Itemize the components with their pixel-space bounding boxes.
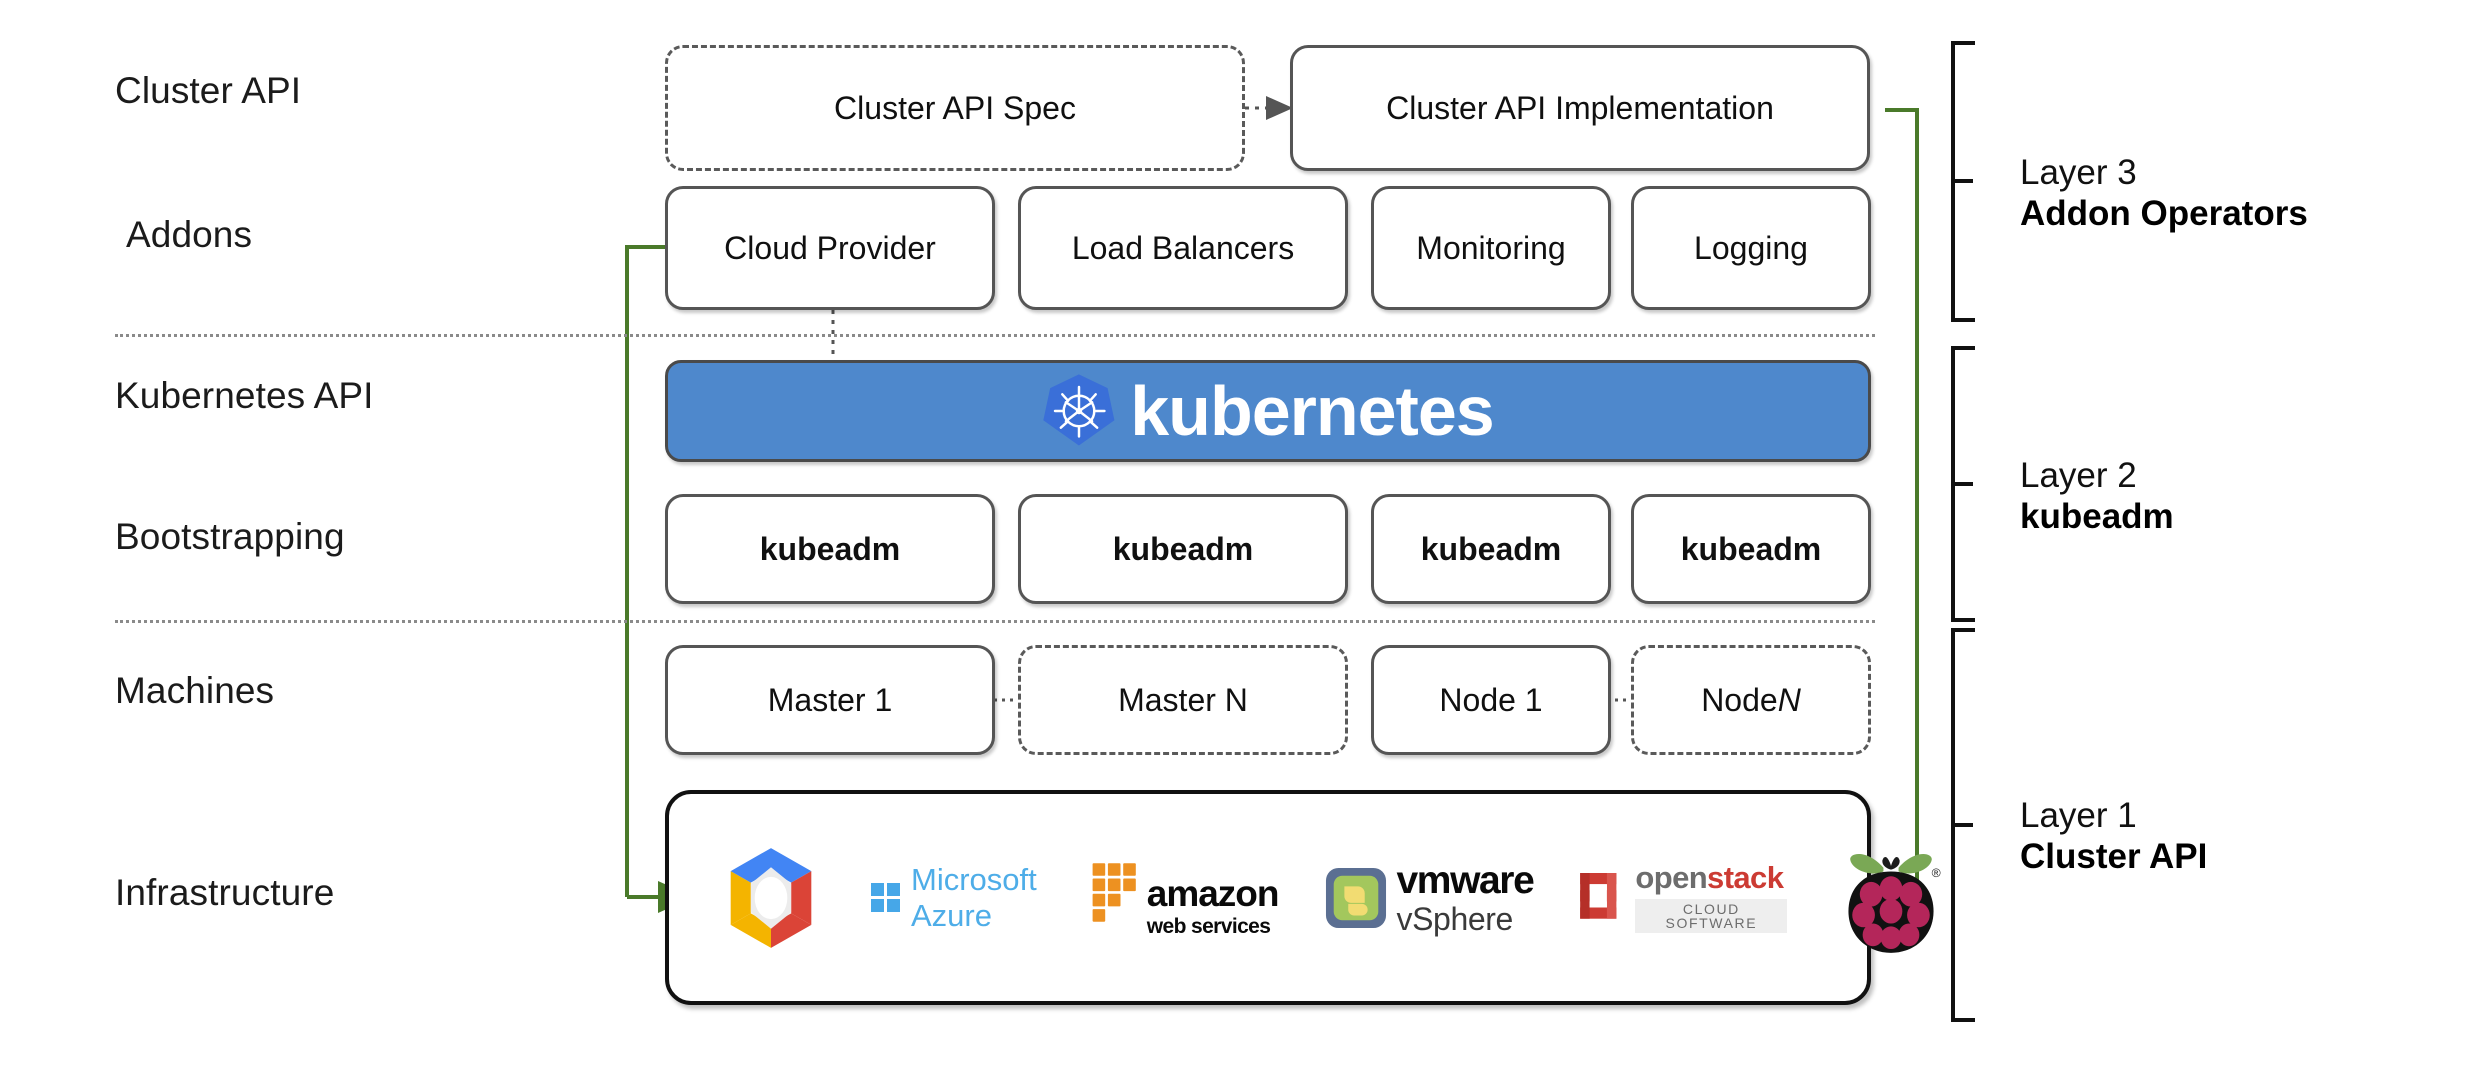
node-node-n-index: N — [1777, 681, 1801, 718]
vmware-vsphere-icon: vmware vSphere — [1325, 858, 1535, 937]
node-kubeadm-1[interactable]: kubeadm — [665, 494, 995, 604]
openstack-icon: openstack CLOUD SOFTWARE — [1575, 860, 1788, 933]
layer-3-title: Layer 3 — [2020, 153, 2137, 192]
node-node-1[interactable]: Node 1 — [1371, 645, 1611, 755]
layer-3-subtitle: Addon Operators — [2020, 194, 2308, 234]
layer-1-subtitle: Cluster API — [2020, 837, 2208, 877]
row-label-addons: Addons — [126, 214, 253, 255]
node-cluster-api-spec[interactable]: Cluster API Spec — [665, 45, 1245, 171]
microsoft-azure-wordmark: Microsoft Azure — [911, 861, 1037, 933]
layer-2-subtitle: kubeadm — [2020, 497, 2174, 537]
row-label-infrastructure: Infrastructure — [115, 872, 335, 913]
microsoft-azure-icon: Microsoft Azure — [871, 862, 1037, 934]
node-cluster-api-implementation[interactable]: Cluster API Implementation — [1290, 45, 1870, 171]
row-label-cluster-api: Cluster API — [115, 70, 302, 111]
separator-layer2-layer1 — [115, 620, 1875, 623]
node-master-1[interactable]: Master 1 — [665, 645, 995, 755]
layer-2-bracket — [1951, 346, 1975, 622]
row-label-kubernetes-api: Kubernetes API — [115, 375, 374, 416]
raspberry-pi-icon: ® — [1839, 838, 1943, 958]
kubernetes-api-banner: kubernetes — [665, 360, 1871, 462]
aws-wordmark: amazon — [1146, 872, 1280, 914]
node-cloud-provider[interactable]: Cloud Provider — [665, 186, 995, 310]
row-label-machines: Machines — [115, 670, 275, 711]
aws-icon: amazon web services — [1089, 859, 1280, 938]
aws-subtext: web services — [1146, 914, 1271, 938]
layer-3-bracket — [1951, 41, 1975, 322]
separator-layer3-layer2 — [115, 334, 1875, 337]
kubernetes-wordmark: kubernetes — [1130, 372, 1494, 450]
vsphere-subtext: vSphere — [1396, 900, 1514, 937]
kubernetes-helm-wheel-icon — [1042, 371, 1116, 451]
google-cloud-hexagon-icon — [723, 844, 819, 952]
node-node-n[interactable]: Node N — [1631, 645, 1871, 755]
openstack-subtext: CLOUD SOFTWARE — [1635, 899, 1788, 933]
layer-2-caption: Layer 2 kubeadm — [2020, 455, 2174, 538]
layer-2-title: Layer 2 — [2020, 456, 2137, 495]
svg-text:®: ® — [1932, 866, 1941, 880]
node-master-n[interactable]: Master N — [1018, 645, 1348, 755]
node-kubeadm-4[interactable]: kubeadm — [1631, 494, 1871, 604]
node-logging[interactable]: Logging — [1631, 186, 1871, 310]
node-kubeadm-3[interactable]: kubeadm — [1371, 494, 1611, 604]
layer-1-title: Layer 1 — [2020, 796, 2137, 835]
layer-1-caption: Layer 1 Cluster API — [2020, 795, 2207, 878]
node-kubeadm-2[interactable]: kubeadm — [1018, 494, 1348, 604]
layer-1-bracket — [1951, 628, 1975, 1022]
layer-3-caption: Layer 3 Addon Operators — [2020, 152, 2308, 235]
openstack-wordmark: openstack — [1635, 860, 1784, 895]
node-node-n-label: Node — [1701, 681, 1778, 718]
node-load-balancers[interactable]: Load Balancers — [1018, 186, 1348, 310]
node-monitoring[interactable]: Monitoring — [1371, 186, 1611, 310]
vmware-wordmark: vmware — [1396, 858, 1535, 902]
infrastructure-container: Microsoft Azure — [665, 790, 1941, 1005]
row-label-bootstrapping: Bootstrapping — [115, 516, 345, 557]
